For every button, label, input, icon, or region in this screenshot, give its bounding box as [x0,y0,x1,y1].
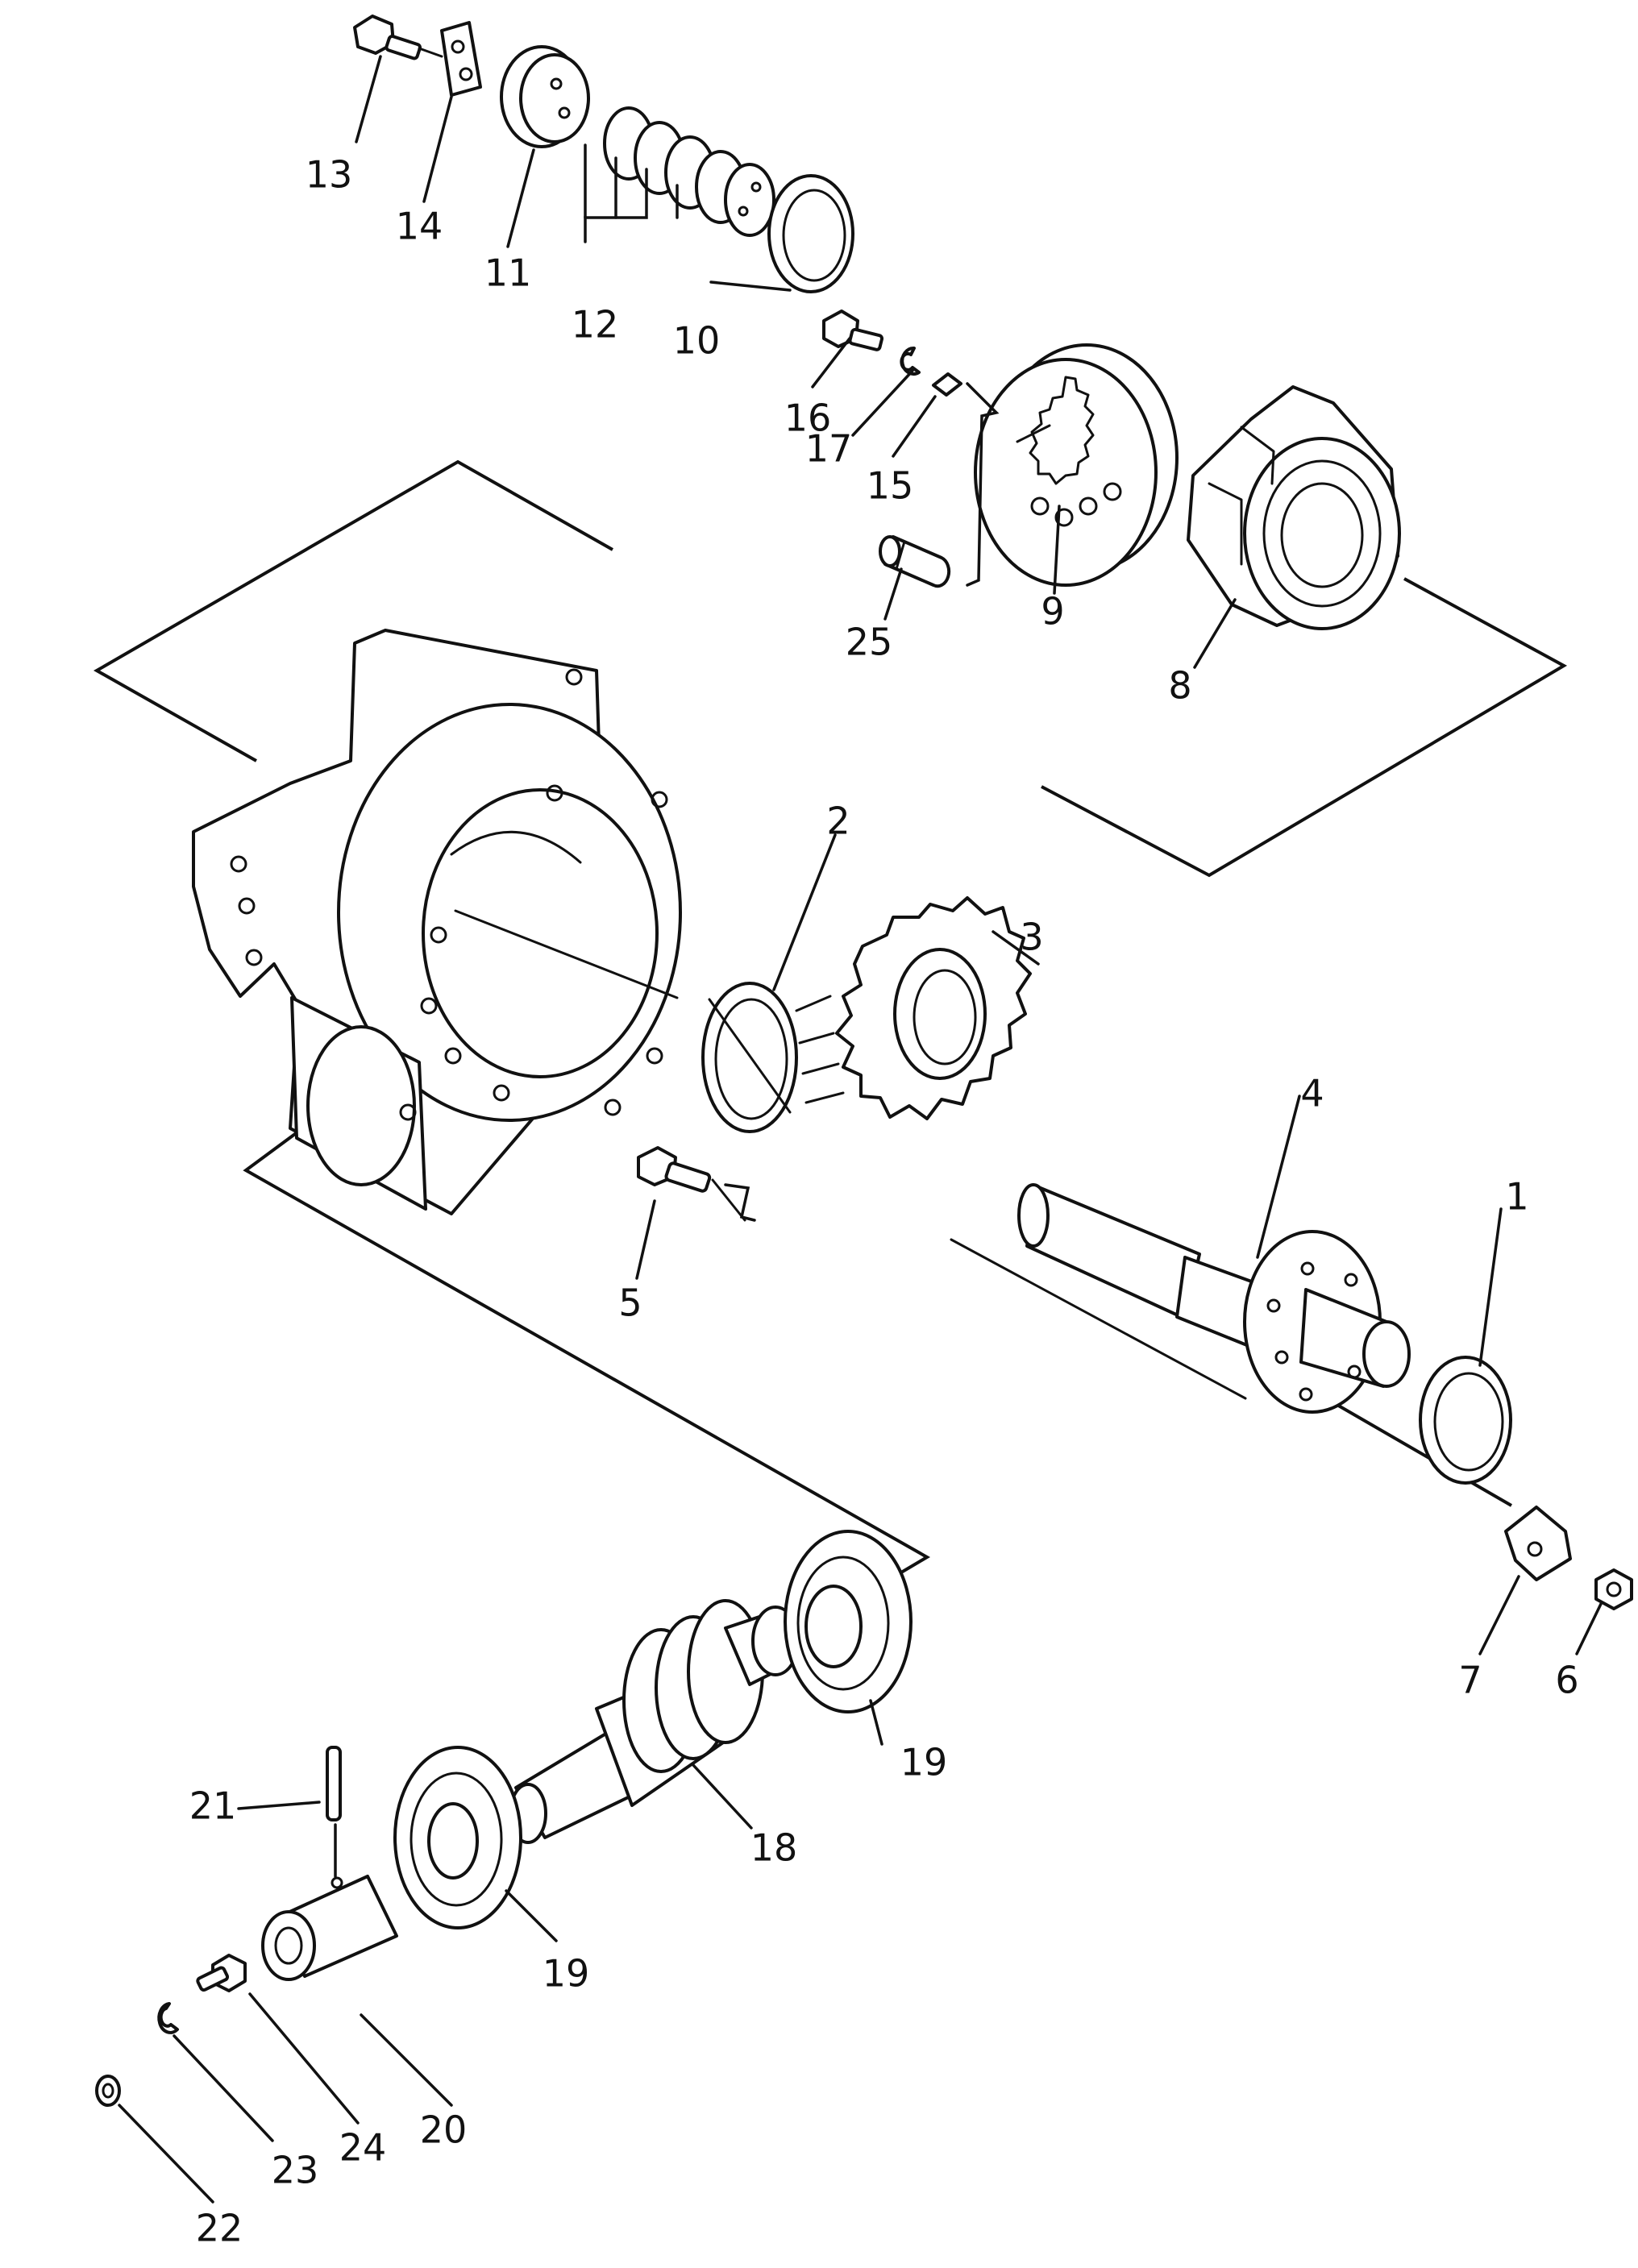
label-23: 23 [272,2149,319,2192]
label-6: 6 [1555,1659,1578,1702]
label-15: 15 [867,464,914,508]
part-3-gear [795,896,1032,1120]
part-14-lock-plate [440,21,482,97]
label-5: 5 [618,1281,642,1325]
part-23-lock-washer [157,2002,179,2034]
part-13-bolt [353,15,443,60]
label-10: 10 [673,319,721,363]
label-20: 20 [420,2108,468,2152]
label-17: 17 [805,427,853,471]
label-16: 16 [784,397,832,440]
transmission-housing [192,629,682,1215]
part-4-shaft [1017,1183,1411,1414]
part-7-lock-plate [1504,1506,1572,1581]
part-9-carrier [974,343,1179,587]
label-9: 9 [1041,590,1064,633]
part-8-hub [1187,385,1401,630]
label-21: 21 [189,1784,237,1828]
part-25-dowel-pin [879,535,951,588]
part-2-thrust-washer [701,982,798,1133]
part-11-cap [500,45,590,148]
label-12: 12 [572,303,619,347]
label-3: 3 [1020,916,1043,959]
part-1-spacer [1419,1356,1512,1485]
part-21-pin [326,1746,342,1821]
part-19-bearing-upper [784,1530,913,1713]
part-24-bolt [196,1954,247,1992]
part-15-plate [932,372,962,397]
label-7: 7 [1458,1659,1482,1702]
part-6-nut [1594,1568,1633,1610]
leader-lines [118,55,1603,2204]
part-5-bolt [637,1146,746,1222]
assembly-frame-lower [243,1130,1513,1585]
label-24: 24 [339,2126,387,2170]
part-10-seal-ring [767,174,854,293]
label-2: 2 [826,800,850,843]
assembly-frame-upper [93,459,1568,878]
label-4: 4 [1300,1072,1324,1115]
label-18: 18 [750,1826,798,1870]
label-1: 1 [1505,1175,1528,1219]
part-16-bolt [822,309,884,351]
part-19-bearing-lower [393,1746,522,1929]
part-18-pinion-shaft [509,1599,800,1844]
label-14: 14 [396,205,443,248]
label-22: 22 [196,2207,243,2250]
part-17-lock-washer [900,347,921,376]
label-19-lower: 19 [543,1952,590,1996]
part-20-sleeve [261,1875,398,1981]
label-19-upper: 19 [900,1741,948,1784]
part-22-washer [95,2075,121,2107]
label-25: 25 [846,621,893,664]
label-8: 8 [1168,664,1191,708]
label-13: 13 [306,153,353,197]
label-11: 11 [484,251,532,295]
part-number-labels: 13 14 11 12 10 16 17 15 25 9 8 2 3 4 1 5… [189,153,1579,2250]
